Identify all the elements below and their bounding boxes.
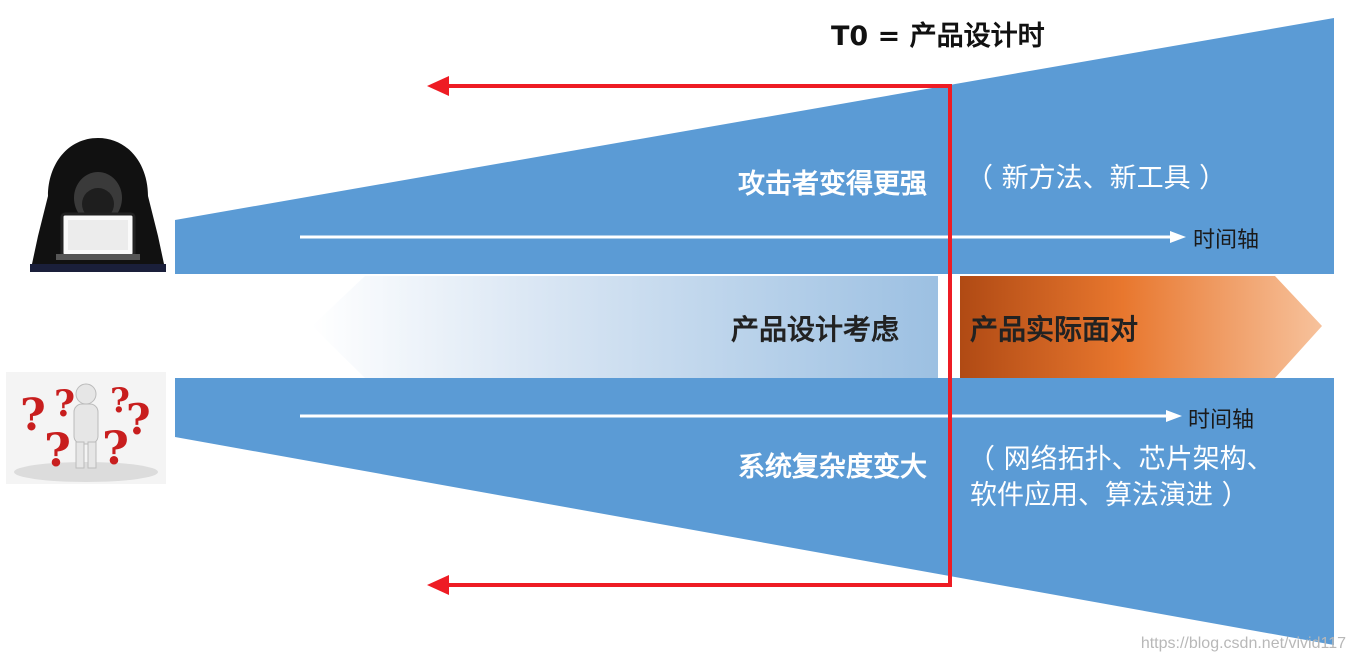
t0-title: T0 = 产品设计时 <box>831 14 1045 53</box>
complexity-larger-label: 系统复杂度变大 <box>738 445 927 484</box>
complexity-detail-line1: （ 网络拓扑、芯片架构、 <box>968 441 1274 479</box>
design-consideration-label: 产品设计考虑 <box>731 308 899 348</box>
question-marks-icon: ? ? ? ? ? ? <box>6 372 166 484</box>
bottom-time-axis-label: 时间轴 <box>1188 402 1254 434</box>
attacker-stronger-label: 攻击者变得更强 <box>738 162 927 201</box>
watermark-url: https://blog.csdn.net/vivid117 <box>1141 635 1346 653</box>
hacker-icon <box>28 136 168 274</box>
svg-text:?: ? <box>110 381 130 421</box>
attacker-stronger-detail: （ 新方法、新工具 ） <box>966 160 1226 198</box>
top-time-axis-label: 时间轴 <box>1193 222 1259 254</box>
actual-facing-label: 产品实际面对 <box>970 308 1138 348</box>
svg-text:?: ? <box>102 421 129 475</box>
complexity-detail-line2: 软件应用、算法演进 ） <box>970 477 1249 515</box>
svg-text:?: ? <box>54 383 75 425</box>
svg-text:?: ? <box>20 390 46 441</box>
svg-text:?: ? <box>44 423 71 477</box>
